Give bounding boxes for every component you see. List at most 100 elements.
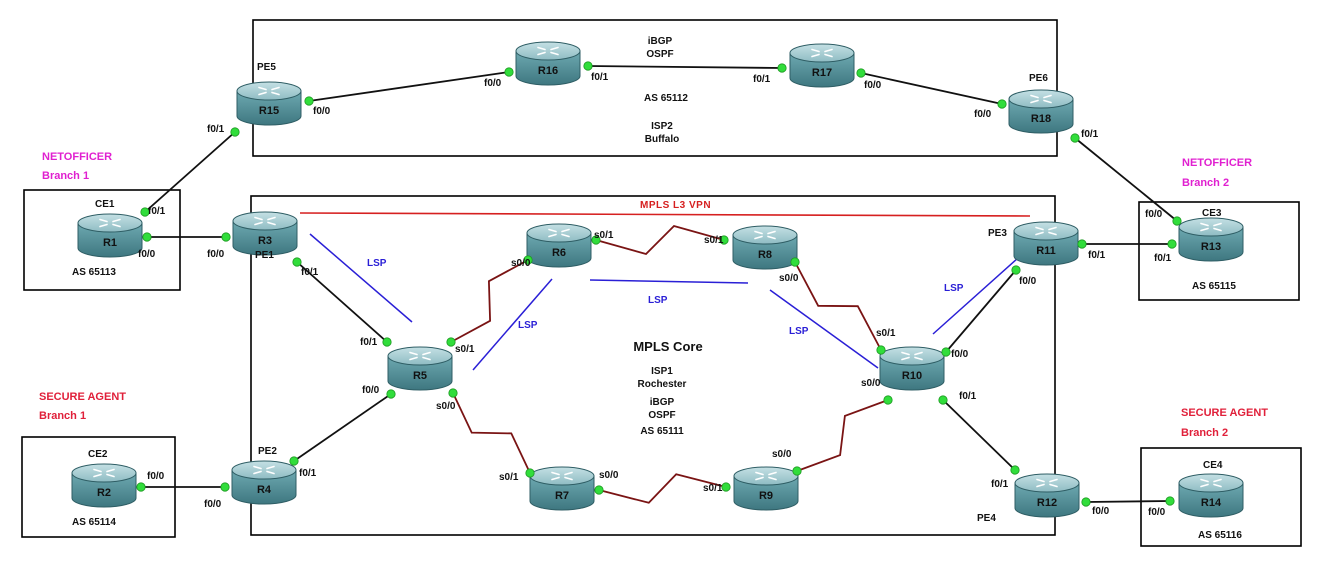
isp1-labels: MPLS Core ISP1 Rochester iBGP OSPF AS 65…	[633, 339, 702, 437]
interface-label-r10-f0-0: f0/0	[951, 349, 969, 360]
router-arrows-icon	[548, 228, 570, 238]
port-r12-f0-1[interactable]	[1010, 465, 1020, 475]
port-r5-s0-1[interactable]	[446, 337, 456, 347]
router-r9[interactable]: R9	[733, 466, 799, 511]
router-name: R18	[1031, 113, 1051, 125]
port-r13-f0-0[interactable]	[1172, 216, 1182, 226]
router-name: R12	[1037, 497, 1057, 509]
interface-label-r14-f0-0: f0/0	[1148, 507, 1166, 518]
router-r16[interactable]: R16	[515, 41, 581, 86]
port-r18-f0-1[interactable]	[1070, 133, 1080, 143]
port-r10-f0-0[interactable]	[941, 347, 951, 357]
router-top	[529, 466, 595, 486]
router-r18[interactable]: R18	[1008, 89, 1074, 134]
router-body	[77, 222, 143, 258]
router-r17[interactable]: R17	[789, 43, 855, 88]
serial-link-r6-r8	[595, 224, 725, 256]
isp2-name: ISP2	[651, 121, 673, 132]
pe6-label: PE6	[1029, 73, 1048, 84]
router-r4[interactable]: R4	[231, 460, 297, 505]
port-r10-f0-1[interactable]	[938, 395, 948, 405]
router-r12[interactable]: R12	[1014, 473, 1080, 518]
port-r12-f0-0[interactable]	[1081, 497, 1091, 507]
isp2-protocol-1: iBGP	[648, 36, 673, 47]
serial-link-r7-r9	[598, 473, 727, 504]
router-name: R7	[555, 490, 569, 502]
port-r18-f0-0[interactable]	[997, 99, 1007, 109]
port-r2-f0-0[interactable]	[136, 482, 146, 492]
router-arrows-icon	[1035, 226, 1057, 236]
pe3-label: PE3	[988, 228, 1007, 239]
port-r8-s0-1[interactable]	[719, 235, 729, 245]
port-r4-f0-0[interactable]	[220, 482, 230, 492]
port-r4-f0-1[interactable]	[289, 456, 299, 466]
isp1-protocol-1: iBGP	[650, 397, 675, 408]
port-r5-f0-0[interactable]	[386, 389, 396, 399]
port-r14-f0-0[interactable]	[1165, 496, 1175, 506]
interface-label-r6-s0-0: s0/0	[511, 258, 531, 269]
netofficer-1-name: NETOFFICER	[42, 151, 112, 163]
ce1-as: AS 65113	[72, 267, 116, 278]
port-r5-s0-0[interactable]	[448, 388, 458, 398]
ce3-as: AS 65115	[1192, 281, 1236, 292]
port-r8-s0-0[interactable]	[790, 257, 800, 267]
router-arrows-icon	[1036, 478, 1058, 488]
port-r3-f0-1[interactable]	[292, 257, 302, 267]
router-top	[732, 225, 798, 245]
port-r13-f0-1[interactable]	[1167, 239, 1177, 249]
port-r7-s0-1[interactable]	[525, 468, 535, 478]
ethernet-link-r10-r12	[942, 399, 1016, 471]
router-top	[1014, 473, 1080, 493]
router-r8[interactable]: R8	[732, 225, 798, 270]
interface-label-r1-f0-0: f0/0	[138, 249, 156, 260]
port-r11-f0-1[interactable]	[1077, 239, 1087, 249]
router-r10[interactable]: R10	[879, 346, 945, 391]
lsp-line-r5-r6	[472, 278, 553, 371]
port-r1-f0-0[interactable]	[142, 232, 152, 242]
serial-link-r5-r6	[450, 259, 529, 343]
router-r2[interactable]: R2	[71, 463, 137, 508]
port-r10-s0-0[interactable]	[883, 395, 893, 405]
router-r5[interactable]: R5	[387, 346, 453, 391]
port-r15-f0-1[interactable]	[230, 127, 240, 137]
port-r10-s0-1[interactable]	[876, 345, 886, 355]
port-r17-f0-1[interactable]	[777, 63, 787, 73]
isp1-protocol-2: OSPF	[648, 410, 675, 421]
router-body	[387, 355, 453, 391]
router-arrows-icon	[537, 46, 559, 56]
port-r3-f0-0[interactable]	[221, 232, 231, 242]
port-r15-f0-0[interactable]	[304, 96, 314, 106]
port-r9-s0-1[interactable]	[721, 482, 731, 492]
ethernet-link-r4-r5	[293, 393, 392, 462]
router-r15[interactable]: R15	[236, 81, 302, 126]
router-arrows-icon	[99, 218, 121, 228]
port-r16-f0-1[interactable]	[583, 61, 593, 71]
router-r11[interactable]: R11	[1013, 221, 1079, 266]
router-r3[interactable]: R3	[232, 211, 298, 256]
port-r5-f0-1[interactable]	[382, 337, 392, 347]
pe5-label: PE5	[257, 62, 276, 73]
router-name: R5	[413, 370, 427, 382]
router-r13[interactable]: R13	[1178, 217, 1244, 262]
port-r1-f0-1[interactable]	[140, 207, 150, 217]
ethernet-link-r18-r13	[1074, 137, 1178, 222]
port-r17-f0-0[interactable]	[856, 68, 866, 78]
port-r6-s0-0[interactable]	[523, 255, 533, 265]
router-r6[interactable]: R6	[526, 223, 592, 268]
port-r7-s0-0[interactable]	[594, 485, 604, 495]
port-r9-s0-0[interactable]	[792, 466, 802, 476]
branch-labels: NETOFFICER Branch 1 NETOFFICER Branch 2 …	[39, 151, 1268, 439]
interface-label-r16-f0-0: f0/0	[484, 78, 502, 89]
port-r6-s0-1[interactable]	[591, 235, 601, 245]
lsp-label-4: LSP	[789, 326, 809, 337]
interface-label-r4-f0-1: f0/1	[299, 468, 317, 479]
router-body	[515, 50, 581, 86]
lsp-label-5: LSP	[944, 283, 964, 294]
port-r16-f0-0[interactable]	[504, 67, 514, 77]
ethernet-link-r10-r11	[945, 269, 1017, 353]
router-r1[interactable]: R1	[77, 213, 143, 258]
router-name: R16	[538, 65, 558, 77]
router-r14[interactable]: R14	[1178, 473, 1244, 518]
port-r11-f0-0[interactable]	[1011, 265, 1021, 275]
router-r7[interactable]: R7	[529, 466, 595, 511]
